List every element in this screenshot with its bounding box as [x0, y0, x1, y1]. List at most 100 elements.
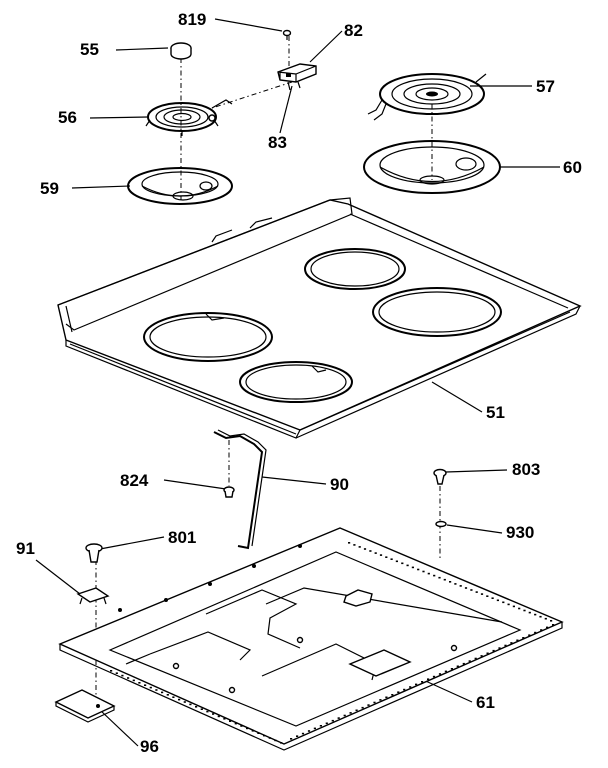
perforation-dot [486, 652, 489, 655]
perforation-dot [353, 544, 356, 546]
perforation-dot [422, 570, 425, 573]
perforation-dot [144, 684, 147, 686]
perforation-dot [257, 732, 260, 734]
screw-819 [282, 29, 292, 40]
perforation-dot [516, 639, 519, 642]
perforation-dot [166, 694, 169, 696]
perforation-dot [127, 677, 130, 679]
callout-labels: 819 82 55 57 56 83 59 60 51 824 90 803 9… [16, 10, 582, 756]
perforation-dot [427, 678, 430, 680]
perforation-dot [246, 727, 249, 730]
perforation-dot [373, 701, 376, 704]
large-drip-pan-60 [363, 140, 501, 194]
callout-930: 930 [506, 523, 534, 542]
perforation-dot [498, 647, 501, 649]
perforation-dot [534, 613, 537, 616]
perforation-dot [367, 704, 370, 706]
perforation-dot [486, 595, 489, 597]
perforation-dot [450, 668, 453, 670]
perforation-dot [438, 576, 441, 579]
large-surface-element-57 [367, 73, 487, 121]
callout-90: 90 [330, 475, 349, 494]
bottom-panel-61 [58, 527, 564, 751]
perforation-dot [480, 593, 484, 595]
perforation-dot [462, 662, 465, 665]
callout-83: 83 [268, 133, 287, 152]
perforation-dot [274, 739, 277, 742]
small-surface-element-56 [145, 99, 233, 136]
perforation-dot [427, 572, 430, 575]
perforation-dot [325, 722, 328, 725]
perforation-dot [307, 730, 311, 732]
perforation-dot [240, 725, 243, 727]
perforation-dot [539, 615, 542, 618]
panel-perforations [110, 542, 555, 744]
leader-lines [35, 18, 560, 747]
perforation-dot [433, 574, 436, 577]
perforation-dot [475, 591, 478, 593]
callout-57: 57 [536, 77, 555, 96]
callout-61: 61 [476, 693, 495, 712]
perforation-dot [361, 706, 364, 709]
perforation-dot [183, 701, 186, 703]
perforation-dot [390, 558, 393, 560]
terminal-block-82 [277, 63, 317, 91]
perforation-dot [363, 548, 367, 550]
perforation-dot [195, 706, 198, 708]
perforation-dot [313, 727, 316, 730]
perforation-dot [528, 611, 531, 614]
perforation-dot [512, 605, 515, 608]
perforation-dot [411, 566, 414, 569]
perforation-dot [301, 732, 305, 735]
perforation-dot [121, 674, 124, 677]
perforation-dot [200, 708, 203, 710]
perforation-dot [155, 689, 158, 691]
callout-91: 91 [16, 539, 35, 558]
callout-51: 51 [486, 403, 505, 422]
callout-803: 803 [512, 460, 540, 479]
perforation-dot [468, 660, 471, 662]
perforation-dot [385, 556, 388, 558]
perforation-dot [552, 624, 555, 626]
perforation-dot [397, 691, 400, 693]
perforation-dot [502, 601, 505, 604]
perforation-dot [189, 703, 192, 706]
perforation-dot [391, 694, 394, 696]
perforation-dot [263, 734, 266, 737]
washer-930 [435, 520, 447, 528]
perforation-dot [379, 554, 383, 556]
perforation-dot [385, 696, 388, 699]
perforation-dot [161, 691, 164, 694]
perforation-dot [132, 679, 135, 682]
callout-59: 59 [40, 179, 59, 198]
perforation-dot [444, 670, 447, 673]
perforation-dot [496, 599, 499, 602]
perforation-dot [534, 631, 537, 634]
perforation-dot [464, 587, 468, 589]
perforation-dot [337, 717, 340, 719]
callout-56: 56 [58, 108, 77, 127]
perforation-dot [449, 581, 452, 583]
callout-82: 82 [344, 21, 363, 40]
perforation-dot [421, 681, 424, 683]
perforation-dot [432, 675, 436, 678]
perforation-dot [550, 620, 553, 622]
rod-90 [213, 429, 267, 550]
perforation-dot [348, 542, 351, 544]
perforation-dot [149, 686, 152, 689]
perforation-dot [296, 735, 299, 737]
perforation-dot [492, 649, 495, 652]
callout-819: 819 [178, 10, 206, 29]
perforation-dot [395, 560, 398, 563]
perforation-dot [507, 603, 510, 606]
perforation-dot [459, 585, 462, 587]
perforation-dot [518, 607, 521, 610]
screw-824 [223, 486, 235, 498]
perforation-dot [409, 686, 412, 688]
perforation-dot [290, 738, 293, 740]
perforation-dot [217, 715, 220, 718]
perforation-dot [178, 698, 181, 701]
perforation-dot [223, 718, 226, 720]
callout-96: 96 [140, 737, 159, 756]
